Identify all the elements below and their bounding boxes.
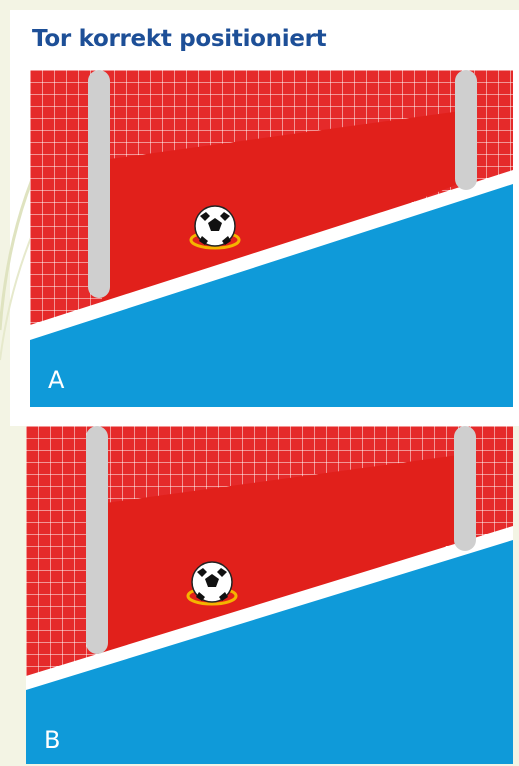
goal-panel-b: B xyxy=(26,426,513,764)
right-goalpost xyxy=(454,426,476,551)
right-goalpost xyxy=(455,70,477,190)
left-goalpost xyxy=(88,70,110,298)
page-title: Tor korrekt positioniert xyxy=(32,26,326,52)
goal-panel-a: A xyxy=(30,70,513,407)
panel-label-b: B xyxy=(44,726,60,754)
panel-label-a: A xyxy=(48,366,65,394)
left-goalpost xyxy=(86,426,108,654)
